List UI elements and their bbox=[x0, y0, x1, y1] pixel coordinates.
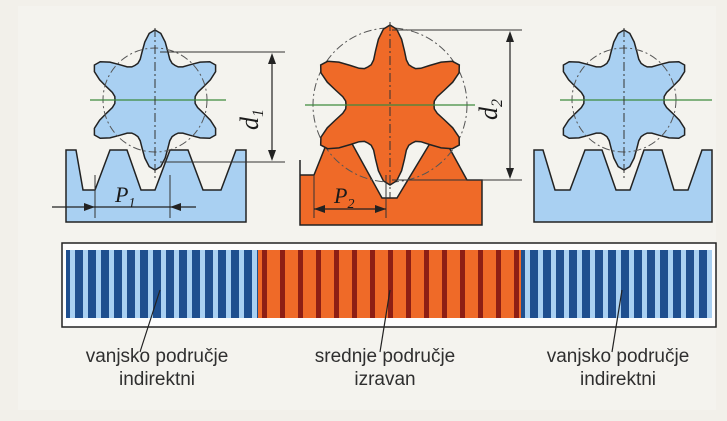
strip-stripe bbox=[629, 250, 634, 318]
caption-left: vanjsko područje indirektni bbox=[62, 345, 252, 391]
strip-stripe bbox=[148, 250, 153, 318]
strip-stripe bbox=[200, 250, 205, 318]
dimension-d1: d1 bbox=[160, 51, 285, 163]
strip-stripe bbox=[83, 250, 88, 318]
strip-stripe bbox=[603, 250, 608, 318]
p2-label: P2 bbox=[333, 183, 354, 212]
strip-stripe bbox=[388, 250, 393, 318]
strip-stripe bbox=[352, 250, 357, 318]
caption-left-line1: vanjsko područje bbox=[85, 346, 229, 367]
strip-stripe bbox=[442, 250, 447, 318]
d2-label: d2 bbox=[474, 99, 506, 120]
strip-stripe bbox=[496, 250, 501, 318]
strip-stripe bbox=[122, 250, 127, 318]
strip-stripe bbox=[213, 250, 218, 318]
strip-stripe bbox=[642, 250, 647, 318]
strip-stripe bbox=[616, 250, 621, 318]
strip-stripe bbox=[370, 250, 375, 318]
center-rack bbox=[299, 139, 483, 226]
strip-stripe bbox=[655, 250, 660, 318]
strip-stripe bbox=[577, 250, 582, 318]
strip-stripe bbox=[460, 250, 465, 318]
strip-stripe bbox=[70, 250, 75, 318]
right-rack bbox=[533, 149, 713, 223]
strip-stripe bbox=[161, 250, 166, 318]
strip-stripe bbox=[262, 250, 267, 318]
strip-stripe bbox=[135, 250, 140, 318]
center-gear bbox=[305, 22, 475, 198]
caption-middle-line1: srednje područje bbox=[314, 346, 456, 367]
strip-stripe bbox=[406, 250, 411, 318]
caption-right: vanjsko područje indirektni bbox=[518, 345, 718, 391]
caption-left-line2: indirektni bbox=[118, 369, 196, 390]
strip-stripe bbox=[514, 250, 519, 318]
caption-middle: srednje područje izravan bbox=[285, 345, 485, 391]
strip-stripe bbox=[226, 250, 231, 318]
dimension-p2: P2 bbox=[313, 175, 387, 218]
strip-stripe bbox=[252, 250, 257, 318]
dimension-p1: P1 bbox=[52, 175, 196, 218]
caption-leaders bbox=[139, 289, 623, 353]
strip-stripe bbox=[424, 250, 429, 318]
strip-stripe bbox=[316, 250, 321, 318]
strip-stripe bbox=[564, 250, 569, 318]
strip-stripe bbox=[551, 250, 556, 318]
strip-stripe bbox=[681, 250, 686, 318]
strip-stripe bbox=[96, 250, 101, 318]
strip-stripe bbox=[538, 250, 543, 318]
dimension-d2: d2 bbox=[392, 29, 522, 181]
strip-stripe bbox=[590, 250, 595, 318]
strip-stripe bbox=[694, 250, 699, 318]
strip-stripe bbox=[187, 250, 192, 318]
strip-stripe bbox=[334, 250, 339, 318]
left-gear bbox=[90, 28, 226, 180]
strip-stripe bbox=[478, 250, 483, 318]
contact-strip bbox=[61, 242, 717, 328]
p1-label: P1 bbox=[114, 182, 135, 211]
strip-stripe bbox=[707, 250, 712, 318]
caption-right-line2: indirektni bbox=[579, 369, 657, 390]
strip-stripe bbox=[525, 250, 530, 318]
caption-right-line1: vanjsko područje bbox=[546, 346, 690, 367]
strip-stripe bbox=[239, 250, 244, 318]
strip-stripe bbox=[668, 250, 673, 318]
d1-label: d1 bbox=[235, 109, 267, 130]
caption-middle-line2: izravan bbox=[354, 369, 416, 390]
strip-stripe bbox=[280, 250, 285, 318]
strip-stripe bbox=[174, 250, 179, 318]
strip-stripe bbox=[298, 250, 303, 318]
right-gear bbox=[560, 28, 712, 180]
strip-stripe bbox=[109, 250, 114, 318]
